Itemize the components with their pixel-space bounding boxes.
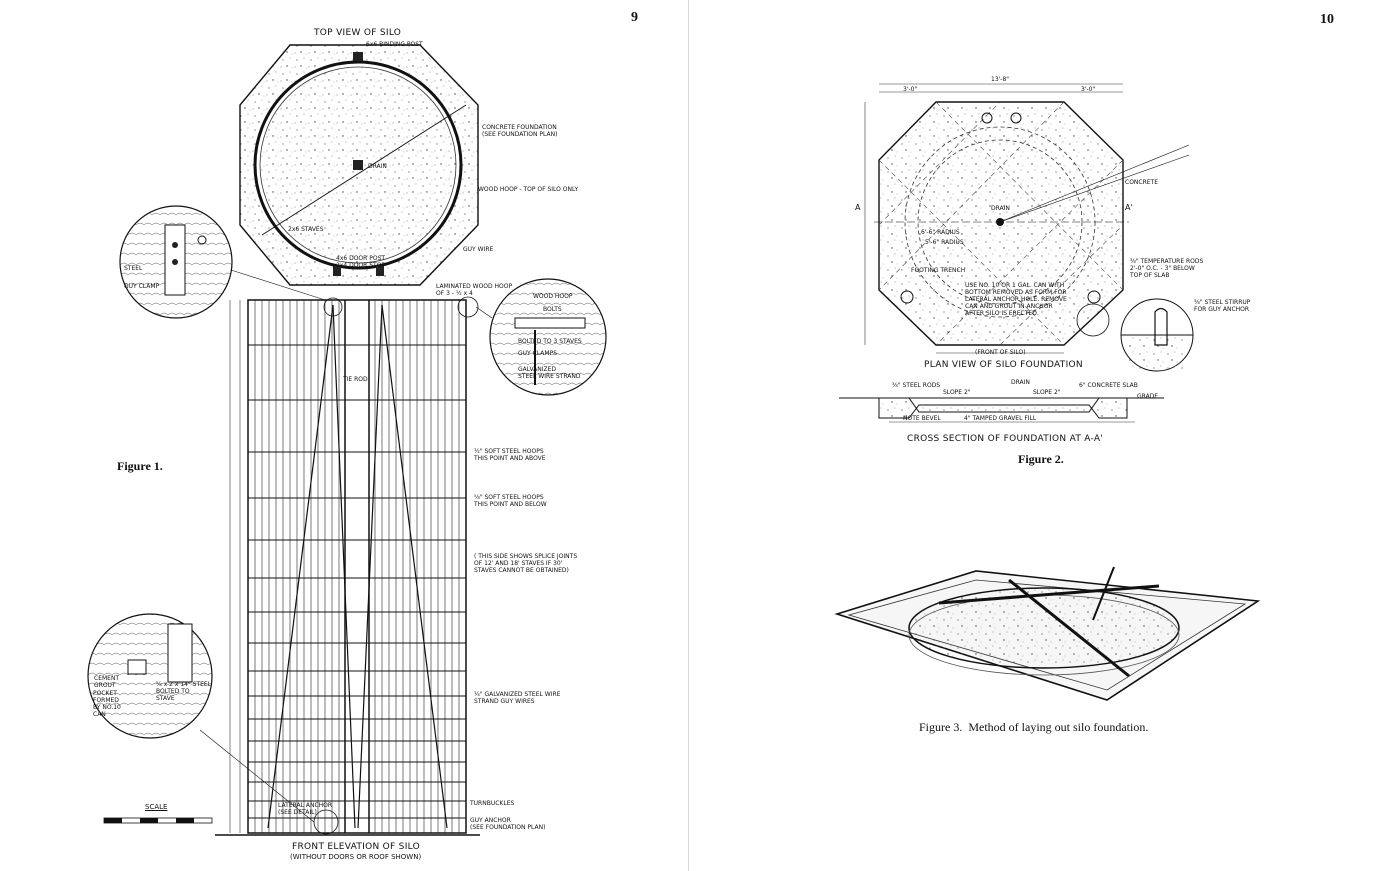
callout-turnbuckles: TURNBUCKLES — [470, 800, 515, 807]
cross-section-title: CROSS SECTION OF FOUNDATION AT A-A' — [907, 434, 1104, 444]
plan-stirrup: ⅜" STEEL STIRRUP FOR GUY ANCHOR — [1194, 299, 1251, 313]
callout-guy-wire: GUY WIRE — [463, 246, 494, 253]
figure-3-illustration — [834, 566, 1261, 701]
plan-footing: FOOTING TRENCH — [911, 267, 966, 274]
scale-bar — [103, 817, 213, 824]
section-slope-right: SLOPE 2" — [1033, 389, 1061, 396]
callout-tie-rod: TIE ROD — [343, 376, 368, 383]
callout-wood-hoop: WOOD HOOP - TOP OF SILO ONLY — [478, 186, 579, 193]
section-slope-left: SLOPE 2" — [943, 389, 971, 396]
callout-concrete-foundation: CONCRETE FOUNDATION (SEE FOUNDATION PLAN… — [482, 124, 558, 138]
figure-1-label: Figure 1. — [117, 459, 163, 473]
foundation-drawings — [834, 83, 1261, 701]
detail-cement-grout: CEMENT GROUT — [94, 675, 120, 689]
callout-guy-wires: ¼" GALVANIZED STEEL WIRE STRAND GUY WIRE… — [474, 691, 561, 705]
detail-guy-clamp — [119, 205, 326, 319]
front-elevation — [215, 296, 480, 836]
front-elevation-subtitle: (WITHOUT DOORS OR ROOF SHOWN) — [290, 853, 422, 861]
plan-drain-icon — [996, 218, 1004, 226]
detail-bolted-label: BOLTED TO 3 STAVES — [518, 338, 582, 345]
scale-label: SCALE — [145, 803, 168, 811]
callout-staves: 2x6 STAVES — [288, 226, 324, 233]
section-bevel: NOTE BEVEL — [903, 415, 941, 422]
callout-door-post: 4x6 DOOR POST 2x4 DOOR STOP — [336, 255, 386, 269]
section-drain: DRAIN — [1011, 379, 1030, 386]
detail-guy-clamp-label: GUY CLAMP — [124, 283, 160, 290]
section-a-marker: A — [855, 203, 861, 212]
plan-radius-2: 5'-6" RADIUS — [925, 239, 964, 246]
section-grade: GRADE — [1137, 393, 1159, 400]
plan-anchor-note: USE NO. 10 OR 1 GAL. CAN WITH BOTTOM REM… — [965, 282, 1067, 317]
page-number: 10 — [1320, 12, 1334, 27]
figure-3-caption: Figure 3. Method of laying out silo foun… — [919, 720, 1149, 734]
figure-2-label: Figure 2. — [1018, 452, 1064, 466]
plan-view-title: PLAN VIEW OF SILO FOUNDATION — [924, 360, 1083, 370]
top-view-title: TOP VIEW OF SILO — [314, 28, 402, 38]
detail-bolts-label: BOLTS — [543, 306, 562, 313]
detail-steel-label: STEEL — [124, 265, 143, 272]
callout-splice-note: ( THIS SIDE SHOWS SPLICE JOINTS OF 12' A… — [474, 553, 578, 574]
section-gravel: 4" TAMPED GRAVEL FILL — [964, 415, 1037, 422]
detail-pocket: POCKET FORMED BY NO.10 CAN — [93, 690, 121, 718]
section-a-prime-marker: A' — [1125, 203, 1133, 212]
callout-lateral-anchor: LATERAL ANCHOR (SEE DETAIL) — [278, 802, 333, 816]
callout-laminated-hoop: LAMINATED WOOD HOOP OF 3 - ½ x 4 — [436, 283, 513, 297]
plan-dim-side-right: 3'-0" — [1081, 86, 1096, 93]
plan-concrete: CONCRETE — [1125, 179, 1159, 186]
section-slab: 6" CONCRETE SLAB — [1079, 382, 1138, 389]
page-number: 9 — [631, 10, 638, 25]
detail-wood-hoop-label: WOOD HOOP — [533, 293, 573, 300]
left-page: 9 TOP VIEW OF SILO 6x6 BINDING POST CONC… — [87, 10, 638, 861]
plan-front: (FRONT OF SILO) — [975, 349, 1026, 356]
detail-guy-clamps-label: GUY CLAMPS — [518, 350, 557, 357]
callout-hoops-below: ⅝" SOFT STEEL HOOPS THIS POINT AND BELOW — [474, 494, 547, 508]
binding-post-icon — [353, 52, 363, 61]
stirrup-detail — [1120, 298, 1194, 372]
plan-view-foundation — [864, 83, 1190, 354]
cross-section-foundation — [839, 397, 1164, 423]
top-view-plan — [239, 44, 479, 286]
drain-icon — [353, 160, 363, 170]
detail-galvanized-label: GALVANIZED STEEL WIRE STRAND — [518, 366, 581, 380]
callout-guy-anchor: GUY ANCHOR (SEE FOUNDATION PLAN) — [470, 817, 546, 831]
plan-dim-overall: 13'-8" — [991, 76, 1010, 83]
section-steel-rods: ⅜" STEEL RODS — [892, 382, 941, 389]
silo-drawing — [87, 44, 607, 836]
plan-dim-side-left: 3'-0" — [903, 86, 918, 93]
plan-radius-1: 6'-6" RADIUS — [921, 229, 960, 236]
callout-hoops-above: ½" SOFT STEEL HOOPS THIS POINT AND ABOVE — [474, 448, 546, 462]
callout-drain: DRAIN — [368, 163, 387, 170]
front-elevation-title: FRONT ELEVATION OF SILO — [292, 842, 421, 852]
plan-temp-rods: ⅜" TEMPERATURE RODS 2'-0" O.C. - 3" BELO… — [1130, 258, 1204, 279]
detail-wood-hoop — [475, 278, 607, 396]
detail-lateral-anchor — [87, 613, 315, 823]
right-page: 10 13'-8" 3'-0" 3'-0" CONCRETE DRAIN 6'-… — [689, 0, 1378, 871]
plan-drain: DRAIN — [991, 205, 1010, 212]
callout-binding-post: 6x6 BINDING POST — [366, 41, 423, 48]
detail-steel-bolted: ⅝ x 2 x 14" STEEL BOLTED TO STAVE — [156, 681, 212, 702]
